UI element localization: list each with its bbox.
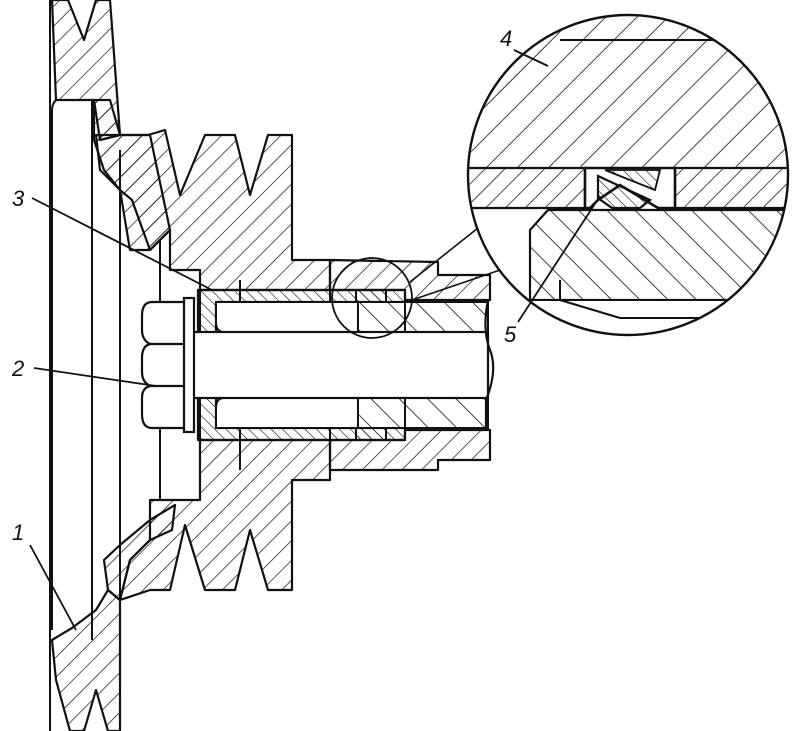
callout-1: 1 (12, 520, 24, 545)
enlarged-detail (468, 15, 788, 335)
callout-5: 5 (504, 322, 517, 347)
bolt-head (140, 296, 196, 434)
shaft-collar (357, 301, 489, 429)
seal-ring (355, 289, 387, 441)
detail-marker-circle (331, 257, 413, 339)
callout-2: 2 (11, 356, 24, 381)
hub-pulley (94, 128, 492, 602)
callout-leaders (29, 49, 601, 631)
callout-3: 3 (12, 186, 25, 211)
callout-4: 4 (500, 26, 512, 51)
enlarged-detail-outline (466, 13, 790, 337)
pulley-face-lines (49, 0, 161, 731)
detail-leader-lines (409, 227, 507, 301)
